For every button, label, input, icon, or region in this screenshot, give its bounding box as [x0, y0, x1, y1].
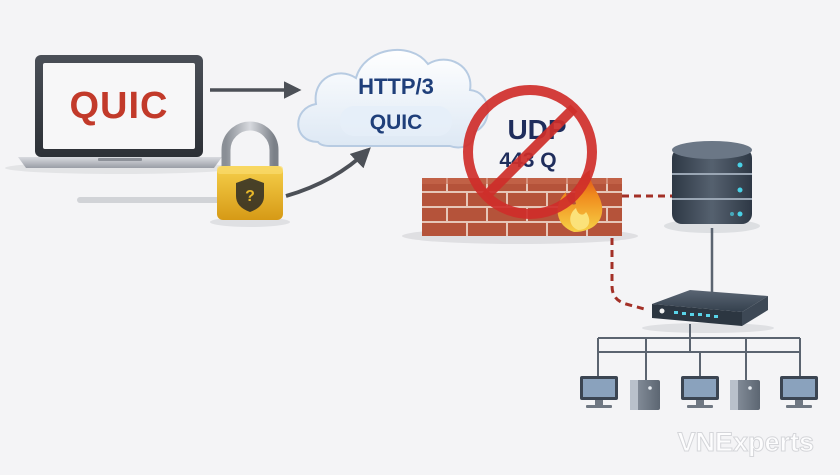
client-desktop-3 — [780, 376, 818, 408]
cloud-protocol-quic: QUIC — [370, 111, 423, 134]
cloud-protocol-http3: HTTP/3 — [358, 74, 434, 99]
network-switch-icon — [642, 290, 774, 333]
no-entry-icon: UDP 443 Q — [463, 85, 597, 219]
client-desktop-1 — [580, 376, 618, 408]
client-links — [597, 324, 801, 380]
server-stack-icon — [664, 141, 760, 233]
cloud-icon: HTTP/3 QUIC — [297, 49, 489, 149]
laptop-screen-text: QUIC — [70, 85, 169, 127]
lock-to-cloud-arrow — [285, 147, 371, 198]
watermark-text: VNExperts — [677, 427, 814, 457]
client-tower-1 — [630, 380, 660, 410]
padlock-icon: ? — [77, 121, 290, 227]
client-tower-2 — [730, 380, 760, 410]
laptop-screen — [43, 63, 195, 149]
lock-symbol: ? — [245, 188, 255, 205]
laptop: QUIC — [5, 55, 235, 174]
client-desktop-2 — [681, 376, 719, 408]
fire-icon — [557, 170, 603, 232]
firewall-to-switch-link — [610, 238, 649, 312]
